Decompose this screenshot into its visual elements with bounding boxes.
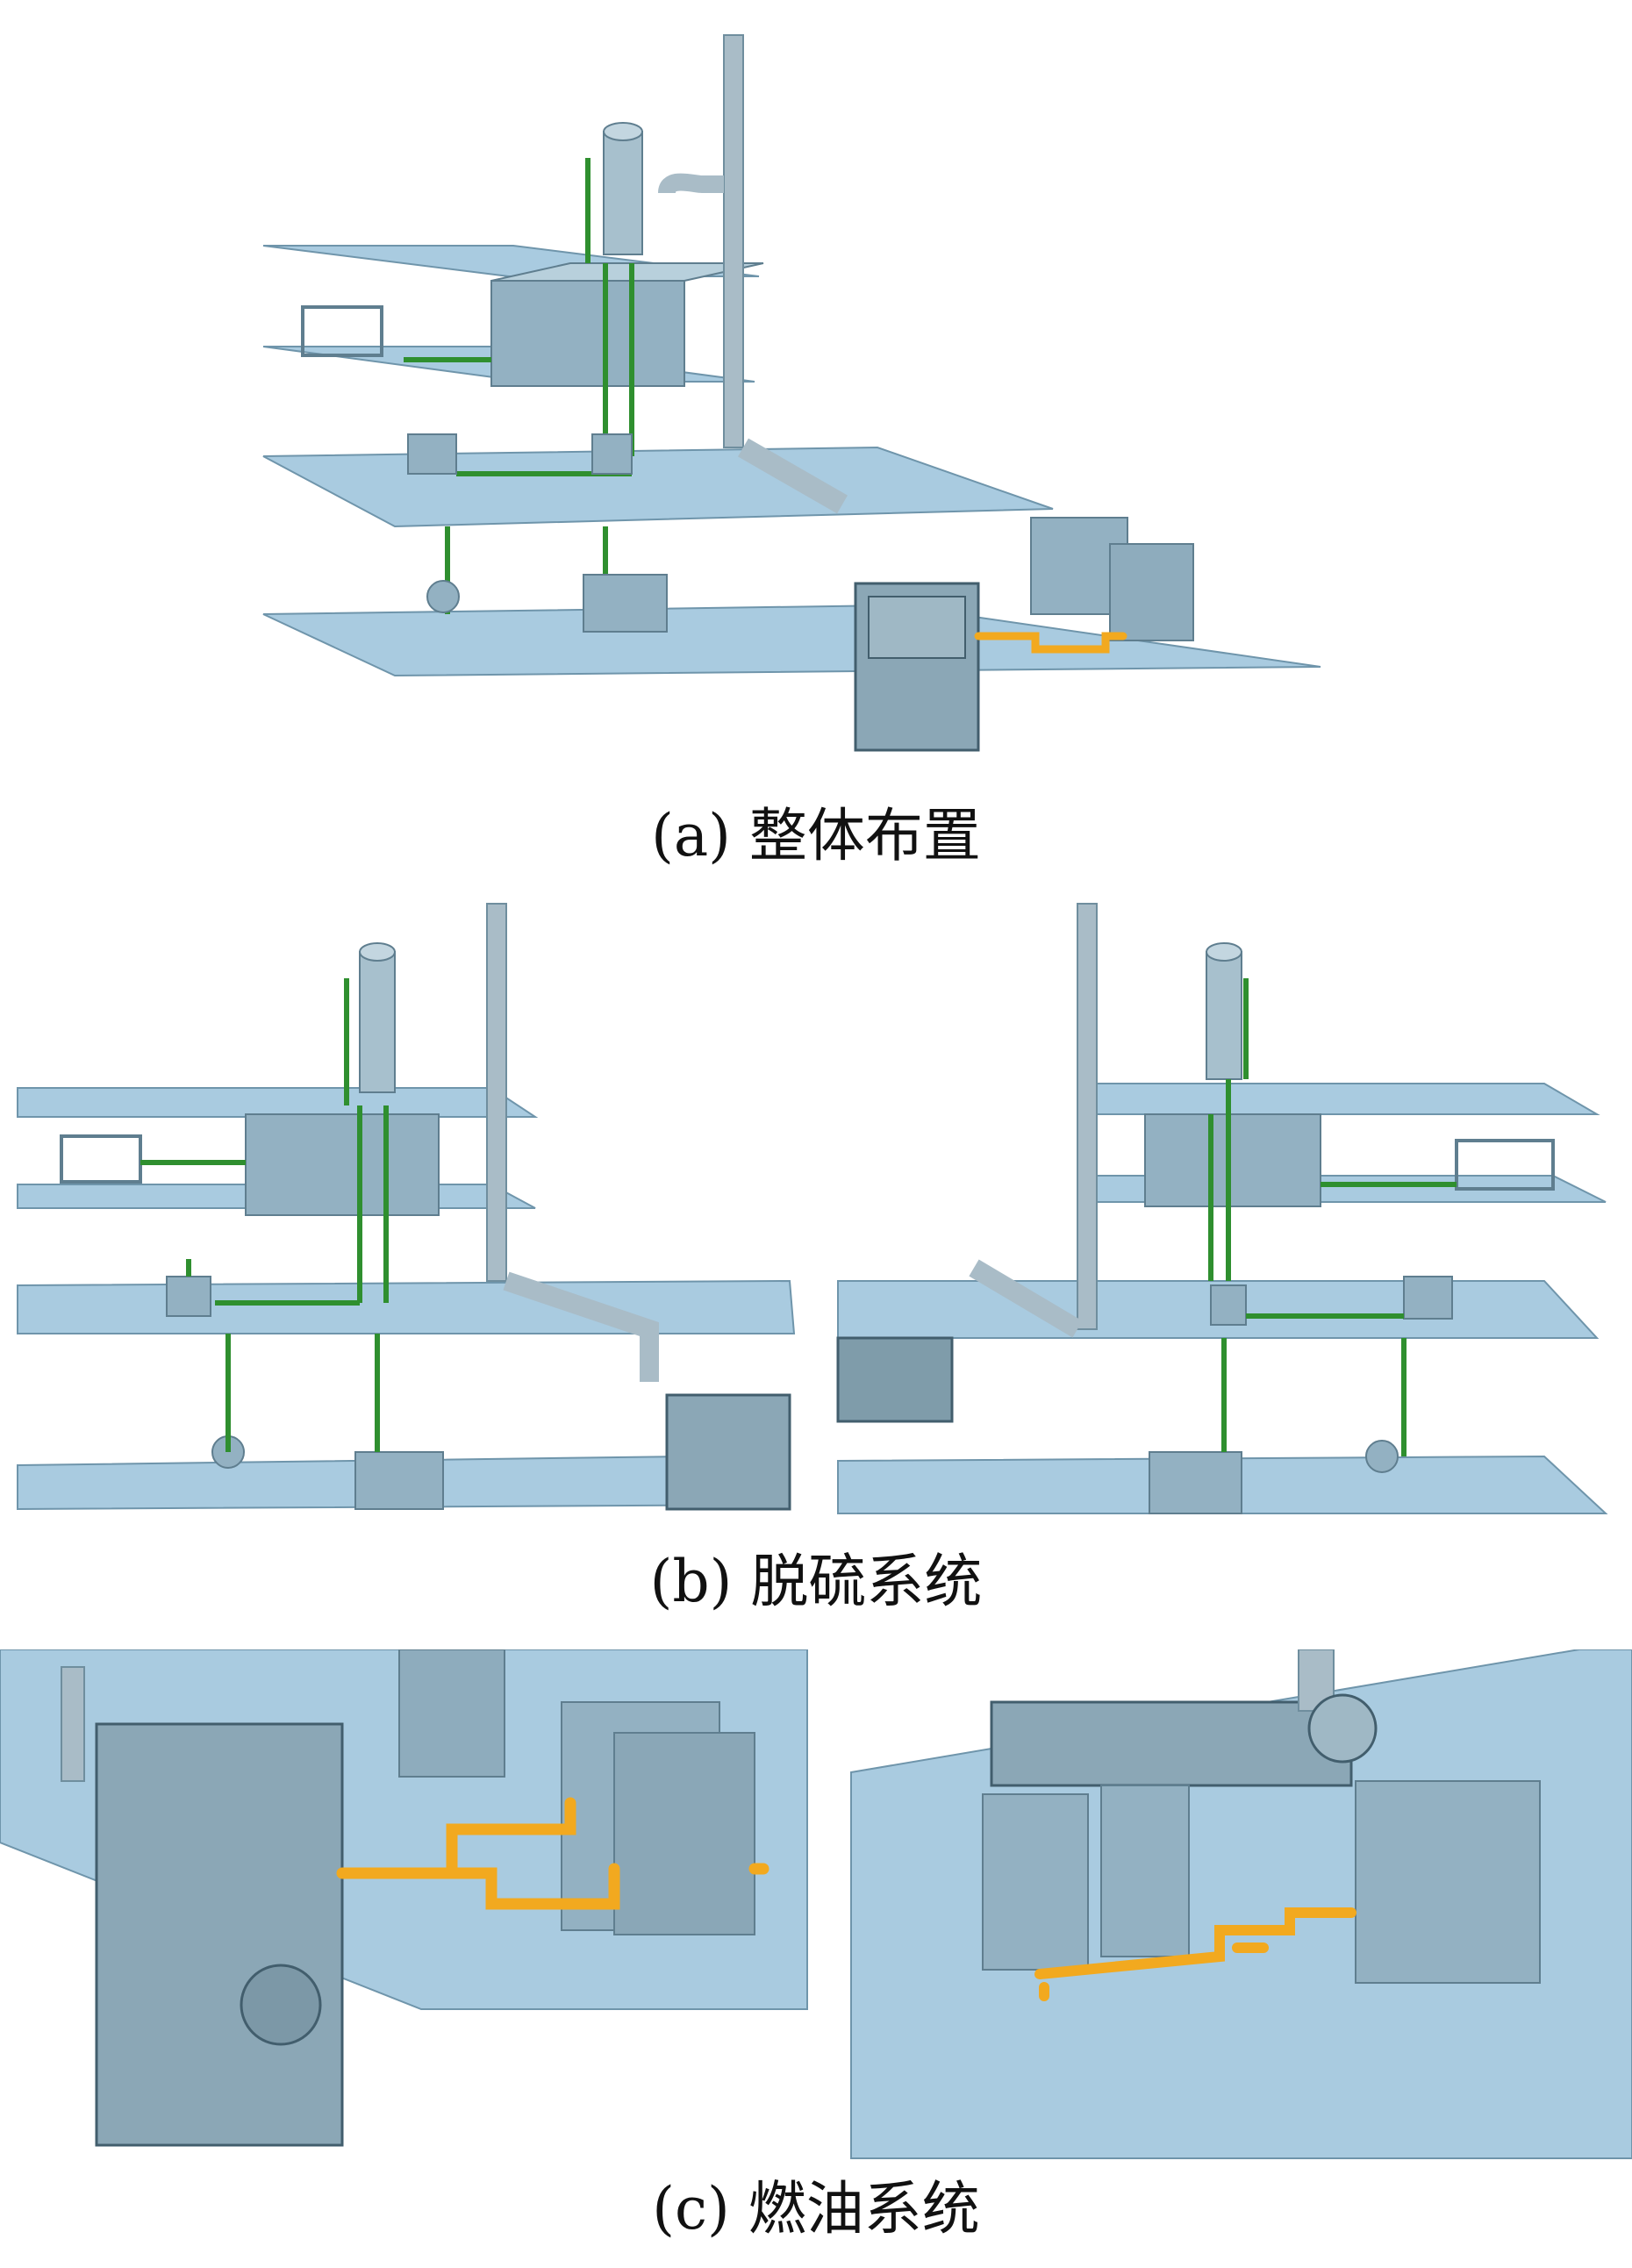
caption-a: (a) 整体布置 <box>651 802 981 869</box>
caption-c: (c) 燃油系统 <box>652 2175 980 2243</box>
view-c-left <box>0 1649 808 2147</box>
fuel-pipes-a <box>974 632 1127 654</box>
exhaust-stack-a <box>658 34 848 514</box>
caption-b: (b) 脱硫系统 <box>649 1548 983 1615</box>
view-b-left <box>17 903 796 1511</box>
scrubber-housing-a <box>490 262 764 387</box>
scrubber-tower-a <box>603 122 643 255</box>
view-c-right <box>850 1649 1632 2159</box>
deck-middle-a <box>262 446 1054 528</box>
green-pipes-a <box>404 158 634 614</box>
panel-c-fuel-oil-system <box>0 1649 1632 2159</box>
panel-b-desulfurization <box>17 903 1608 1514</box>
view-b-right <box>836 903 1608 1514</box>
deck-bottom-a <box>262 604 1321 677</box>
diesel-engine-a <box>854 582 980 752</box>
panel-a-overall-layout <box>262 34 1321 752</box>
equipment-a <box>301 305 1194 641</box>
